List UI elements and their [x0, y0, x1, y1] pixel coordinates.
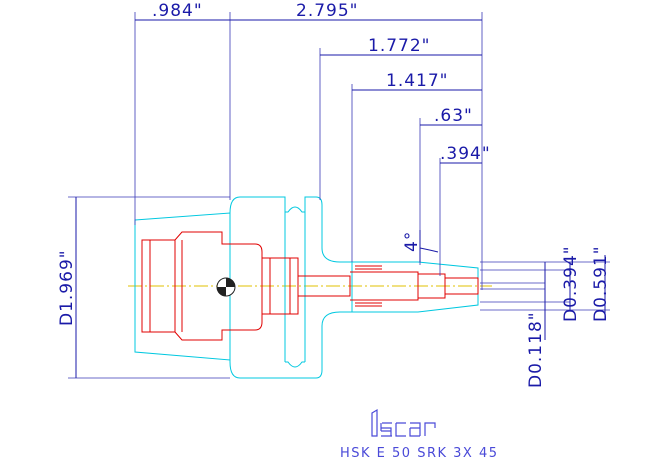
- dim-0984: .984": [152, 1, 203, 21]
- dim-angle: 4°: [402, 231, 422, 252]
- dim-2795: 2.795": [296, 1, 359, 21]
- iscar-logo: HSK E 50 SRK 3X 45: [340, 408, 499, 460]
- dim-d0118: D0.118": [526, 311, 546, 388]
- internal-bore: [141, 231, 479, 341]
- balance-hole: [216, 277, 236, 297]
- dim-d0591: D0.591": [591, 245, 611, 322]
- dim-0394: .394": [440, 144, 491, 164]
- dim-d1969: D1.969": [57, 249, 77, 326]
- dim-1772: 1.772": [368, 36, 431, 56]
- dim-1417: 1.417": [386, 71, 449, 91]
- extension-lines: [68, 12, 610, 379]
- dimension-lines: [75, 19, 606, 378]
- dim-063: .63": [434, 106, 473, 126]
- logo-model: HSK E 50 SRK 3X 45: [340, 446, 499, 460]
- dim-d0394: D0.394": [561, 245, 581, 322]
- logo-mark: [371, 408, 436, 437]
- holder-outline: [134, 196, 479, 379]
